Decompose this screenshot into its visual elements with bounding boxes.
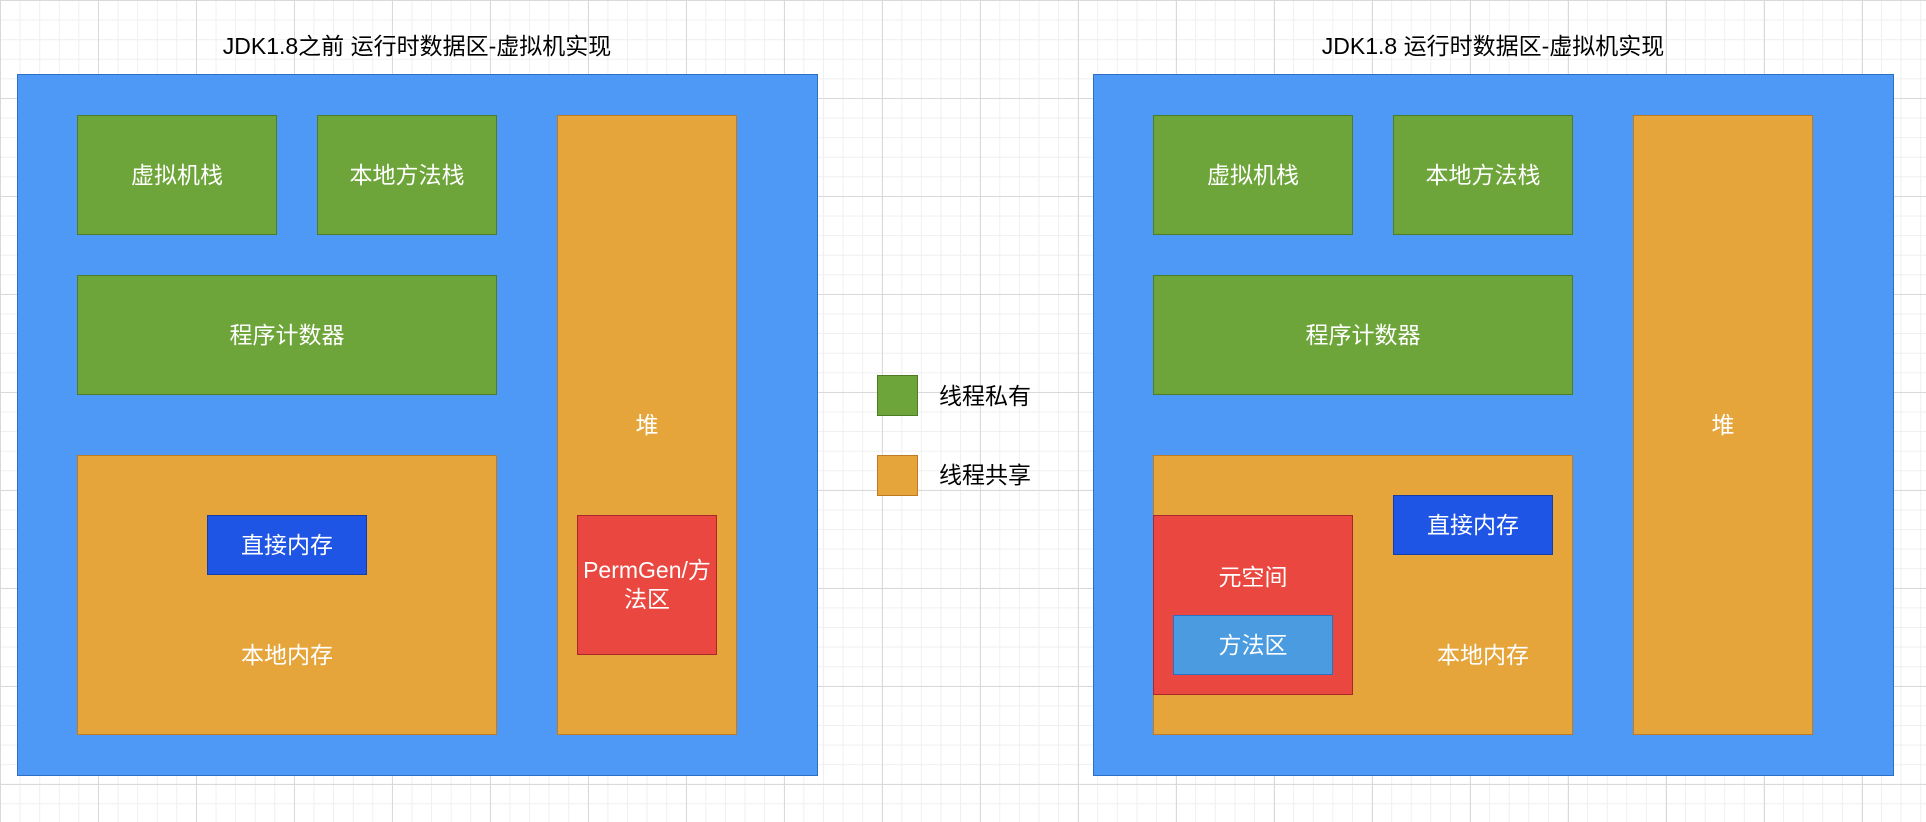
left-program-counter-box: 程序计数器 <box>77 275 497 395</box>
legend-thread-shared-swatch <box>877 455 918 496</box>
legend-thread-shared-label: 线程共享 <box>939 462 1031 488</box>
right-native-memory-label: 本地内存 <box>1437 641 1529 668</box>
right-metaspace-label: 元空间 <box>1218 563 1288 590</box>
left-diagram-title: JDK1.8之前 运行时数据区-虚拟机实现 <box>222 33 612 59</box>
right-diagram-title: JDK1.8 运行时数据区-虚拟机实现 <box>1321 33 1665 59</box>
right-direct-memory-box: 直接内存 <box>1393 495 1553 555</box>
legend-thread-private-label: 线程私有 <box>939 383 1031 409</box>
right-method-area-box: 方法区 <box>1173 615 1333 675</box>
right-native-method-stack-box: 本地方法栈 <box>1393 115 1573 235</box>
left-native-memory-label: 本地内存 <box>241 641 333 668</box>
right-heap-label: 堆 <box>1711 411 1735 438</box>
left-permgen-method-area-box: PermGen/方法区 <box>577 515 717 655</box>
right-program-counter-box: 程序计数器 <box>1153 275 1573 395</box>
left-native-memory-box <box>77 455 497 735</box>
left-vm-stack-box: 虚拟机栈 <box>77 115 277 235</box>
legend-thread-private-swatch <box>877 375 918 416</box>
left-heap-label: 堆 <box>635 411 659 438</box>
left-native-method-stack-box: 本地方法栈 <box>317 115 497 235</box>
right-heap-box <box>1633 115 1813 735</box>
left-direct-memory-box: 直接内存 <box>207 515 367 575</box>
right-vm-stack-box: 虚拟机栈 <box>1153 115 1353 235</box>
